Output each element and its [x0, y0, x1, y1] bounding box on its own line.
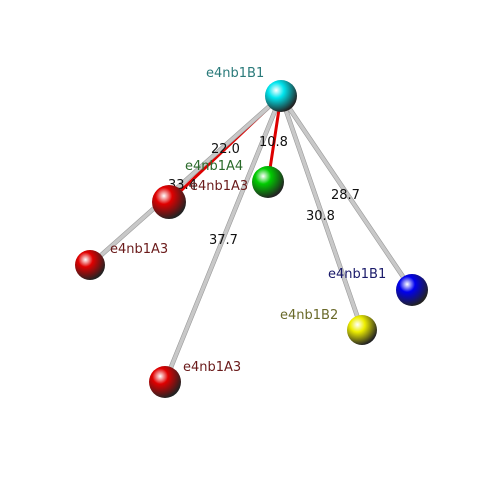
atom-red_mid	[152, 185, 186, 219]
atom-label-hub: e4nb1B1	[206, 66, 264, 81]
bond-hub-red_left	[88, 94, 283, 267]
atoms-layer	[75, 80, 428, 398]
distance-label: 28.7	[331, 188, 360, 203]
atom-label-blue: e4nb1B1	[328, 267, 386, 282]
distance-label: 10.8	[259, 135, 288, 150]
atom-blue	[396, 274, 428, 306]
atom-labels-layer: e4nb1B1 e4nb1A4 e4nb1A3 e4nb1A3 e4nb1A3 e4nb1…	[110, 66, 386, 375]
atom-label-red_mid: e4nb1A3	[190, 179, 248, 194]
distance-label: 22.0	[211, 142, 240, 157]
atom-label-yellow: e4nb1B2	[280, 308, 338, 323]
bond-hub-blue	[279, 94, 414, 292]
atom-yellow	[347, 315, 377, 345]
distance-labels-layer: 10.822.033.437.730.828.7	[168, 135, 360, 248]
bond-hub-yellow	[279, 94, 364, 332]
atom-red_left	[75, 250, 105, 280]
atom-label-red_bottom: e4nb1A3	[183, 360, 241, 375]
atom-label-red_left: e4nb1A3	[110, 242, 168, 257]
atom-red_bottom	[149, 366, 181, 398]
bonds-layer	[87, 93, 415, 385]
bond-hub-red_bottom	[163, 94, 283, 384]
atom-label-green: e4nb1A4	[185, 159, 243, 174]
atom-hub	[265, 80, 297, 112]
distance-label: 30.8	[306, 209, 335, 224]
distance-label: 37.7	[209, 233, 238, 248]
atom-green	[252, 166, 284, 198]
